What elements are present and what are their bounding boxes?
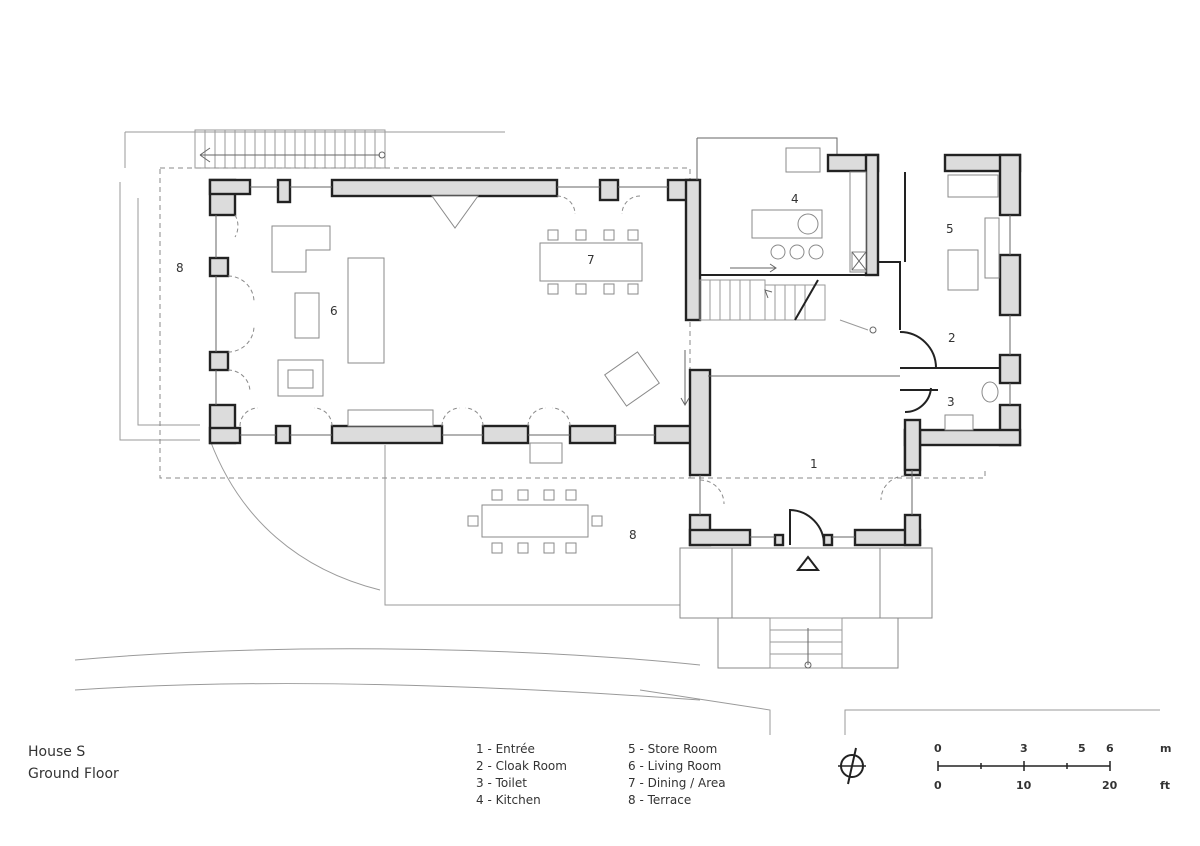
scale-label-ft-0: 0 xyxy=(934,779,942,792)
dining-table-inside xyxy=(539,229,643,295)
service-block-walls xyxy=(696,137,1022,477)
scale-bar: 0 3 5 6 m 0 10 20 ft xyxy=(934,742,1171,792)
legend-item: 7 - Dining / Area xyxy=(628,776,726,790)
room-legend-col1: 1 - Entrée 2 - Cloak Room 3 - Toilet 4 -… xyxy=(476,741,567,809)
scale-label-ft-20: 20 xyxy=(1102,779,1118,792)
room-label: 8 xyxy=(176,261,184,275)
drawing-title: House S Ground Floor xyxy=(28,741,119,785)
scale-label-ft-10: 10 xyxy=(1016,779,1032,792)
site-lines xyxy=(74,131,1160,735)
roof-overhang xyxy=(159,167,691,479)
scale-label-m-0: 0 xyxy=(934,742,942,755)
room-label: 5 xyxy=(946,222,954,236)
room-legend-col2: 5 - Store Room 6 - Living Room 7 - Dinin… xyxy=(628,741,726,809)
legend-item: 3 - Toilet xyxy=(476,776,527,790)
room-label: 8 xyxy=(629,528,637,542)
scale-label-m-3: 3 xyxy=(1020,742,1028,755)
staircase xyxy=(699,263,877,334)
north-arrow-icon xyxy=(838,747,866,785)
room-label: 4 xyxy=(791,192,799,206)
upper-terrace-steps xyxy=(194,129,386,169)
legend-item: 4 - Kitchen xyxy=(476,793,541,807)
room-label: 7 xyxy=(587,253,595,267)
scale-unit-ft: ft xyxy=(1160,779,1170,792)
dining-table-terrace xyxy=(467,489,603,554)
room-label: 1 xyxy=(810,457,818,471)
scale-label-m-6: 6 xyxy=(1106,742,1114,755)
legend-item: 2 - Cloak Room xyxy=(476,759,567,773)
legend-item: 8 - Terrace xyxy=(628,793,692,807)
scale-unit-m: m xyxy=(1160,742,1171,755)
room-label: 3 xyxy=(947,395,955,409)
room-label: 2 xyxy=(948,331,956,345)
living-doors xyxy=(227,195,641,427)
entry-triangle-icon xyxy=(795,555,821,571)
room-label: 6 xyxy=(330,304,338,318)
living-furniture xyxy=(271,225,660,464)
entrance-walls xyxy=(680,331,937,547)
drawing-title-floor: Ground Floor xyxy=(28,766,119,782)
drawing-title-project: House S xyxy=(28,744,86,760)
legend-item: 5 - Store Room xyxy=(628,742,718,756)
scale-label-m-5: 5 xyxy=(1078,742,1086,755)
legend-item: 6 - Living Room xyxy=(628,759,722,773)
living-block-walls xyxy=(208,178,712,477)
legend-item: 1 - Entrée xyxy=(476,742,535,756)
room-labels: 1 2 3 4 5 6 7 8 8 xyxy=(176,192,956,542)
roof-overhang-east xyxy=(690,470,986,479)
